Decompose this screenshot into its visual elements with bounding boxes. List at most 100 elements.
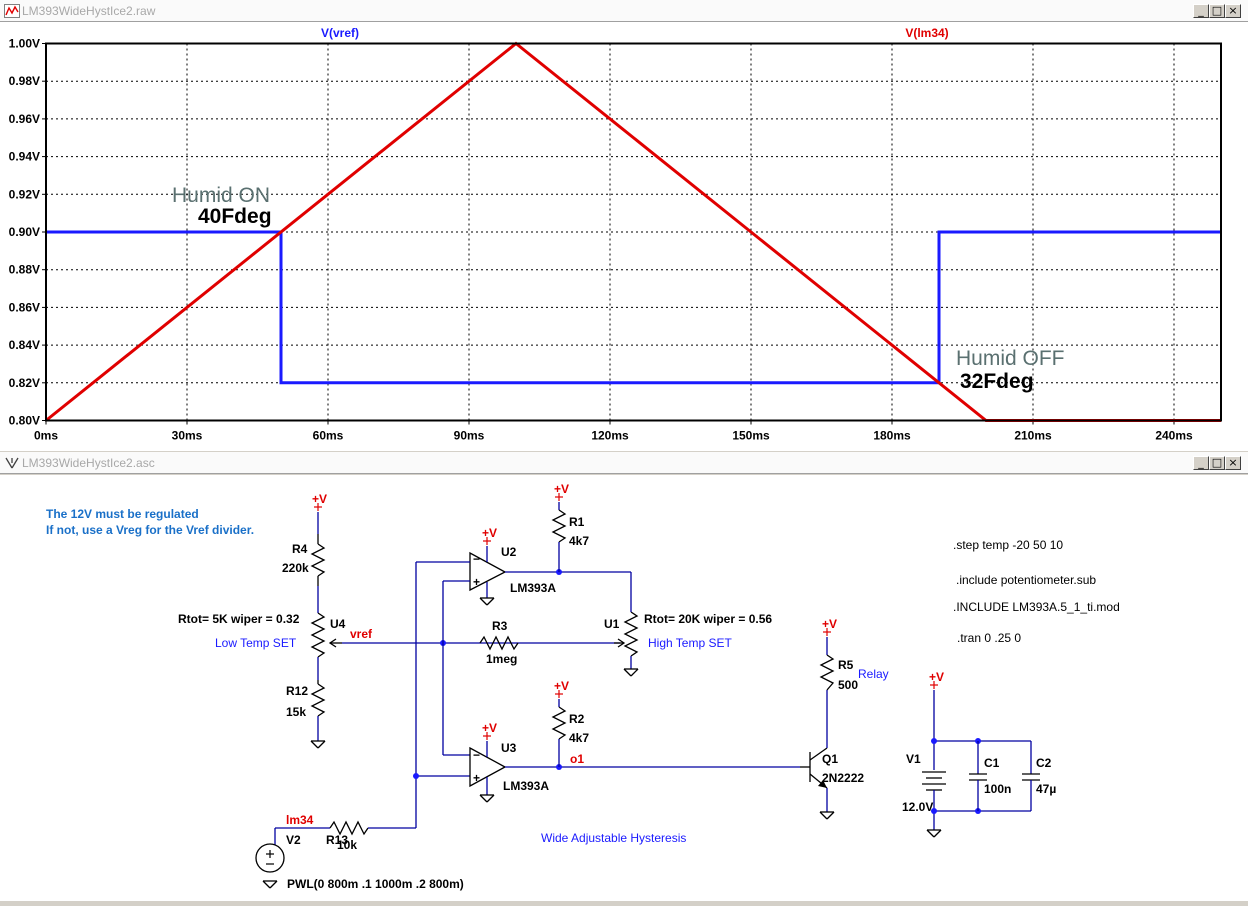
comparator-u3[interactable]: − + xyxy=(469,746,507,788)
c2-value: 47µ xyxy=(1036,782,1056,796)
u1-param: Rtot= 20K wiper = 0.56 xyxy=(644,612,772,626)
resistor-r4[interactable] xyxy=(310,534,326,586)
c1-value: 100n xyxy=(984,782,1011,796)
q1-part: 2N2222 xyxy=(822,771,864,785)
y-tick-label: 0.92V xyxy=(9,187,40,201)
schematic-icon xyxy=(5,457,19,469)
plot-maximize-button[interactable]: □ xyxy=(1209,4,1225,18)
ground-v2 xyxy=(262,880,278,889)
plot-window-titlebar[interactable]: LM393WideHystIce2.raw _ □ × xyxy=(0,0,1248,22)
u1-role: High Temp SET xyxy=(648,636,732,650)
battery-v1[interactable] xyxy=(922,771,946,791)
v1-value: 12.0V xyxy=(902,800,933,814)
voltage-source-v2[interactable] xyxy=(255,843,285,873)
r12-name: R12 xyxy=(286,684,308,698)
x-tick-label: 240ms xyxy=(1155,429,1193,443)
r5-name: R5 xyxy=(838,658,854,672)
r3-name: R3 xyxy=(492,619,508,633)
net-label-o1[interactable]: o1 xyxy=(570,752,584,766)
series-line-vref[interactable] xyxy=(46,230,1221,385)
trace-label-vref[interactable]: V(vref) xyxy=(321,26,359,40)
net-label-vref[interactable]: vref xyxy=(350,627,373,641)
r13-name: R13 xyxy=(326,833,348,847)
r3-value: 1meg xyxy=(486,652,517,666)
schematic-window-titlebar[interactable]: LM393WideHystIce2.asc _ □ × xyxy=(0,452,1248,474)
trace-label-lm34[interactable]: V(lm34) xyxy=(905,26,948,40)
ground-r12 xyxy=(310,740,326,749)
ground-v1 xyxy=(926,829,942,838)
r1-value: 4k7 xyxy=(569,534,589,548)
resistor-r2[interactable] xyxy=(551,706,567,740)
net-label-lm34[interactable]: lm34 xyxy=(286,813,314,827)
plot-close-button[interactable]: × xyxy=(1225,4,1241,18)
ground-u2 xyxy=(479,597,495,606)
y-tick-label: 0.98V xyxy=(9,74,40,88)
note-vreg[interactable]: If not, use a Vreg for the Vref divider. xyxy=(46,523,254,537)
u2-part: LM393A xyxy=(510,581,556,595)
x-tick-label: 210ms xyxy=(1014,429,1052,443)
y-tick-label: 0.96V xyxy=(9,112,40,126)
capacitor-c2[interactable] xyxy=(1022,773,1040,781)
y-tick-label: 0.86V xyxy=(9,300,40,314)
waveform-chart[interactable]: 0.80V0.82V0.84V0.86V0.88V0.90V0.92V0.94V… xyxy=(0,22,1248,451)
schematic-close-button[interactable]: × xyxy=(1225,456,1241,470)
x-tick-label: 60ms xyxy=(313,429,344,443)
supply-u3: +V xyxy=(482,721,497,735)
r1-name: R1 xyxy=(569,515,585,529)
note-regulated[interactable]: The 12V must be regulated xyxy=(46,507,199,521)
u3-name: U3 xyxy=(501,741,517,755)
v1-name: V1 xyxy=(906,752,921,766)
resistor-r3[interactable] xyxy=(479,635,519,651)
r5-value: 500 xyxy=(838,678,858,692)
c2-name: C2 xyxy=(1036,756,1052,770)
schematic-caption[interactable]: Wide Adjustable Hysteresis xyxy=(541,831,686,845)
resistor-r5[interactable] xyxy=(819,654,835,691)
y-tick-label: 1.00V xyxy=(9,37,40,51)
plot-window: LM393WideHystIce2.raw _ □ × 0.80V 0.82V 0.… xyxy=(0,0,1248,451)
c1-name: C1 xyxy=(984,756,1000,770)
plot-minimize-button[interactable]: _ xyxy=(1193,4,1209,18)
x-tick-label: 180ms xyxy=(873,429,911,443)
potentiometer-u1[interactable] xyxy=(614,611,639,657)
potentiometer-u4[interactable] xyxy=(310,612,342,658)
x-tick-label: 90ms xyxy=(454,429,485,443)
r5-role: Relay xyxy=(858,667,889,681)
directive-tran[interactable]: .tran 0 .25 0 xyxy=(957,631,1021,645)
y-tick-label: 0.88V xyxy=(9,263,40,277)
schematic-maximize-button[interactable]: □ xyxy=(1209,456,1225,470)
y-tick-label: 0.82V xyxy=(9,376,40,390)
supply-u2: +V xyxy=(482,526,497,540)
directive-include-pot[interactable]: .include potentiometer.sub xyxy=(956,573,1096,587)
supply-flag-r4[interactable]: +V xyxy=(312,492,327,512)
schematic-canvas[interactable]: The 12V must be regulated If not, use a … xyxy=(0,475,1248,901)
annotation-humid-on-value: 40Fdeg xyxy=(198,205,272,228)
svg-text:−: − xyxy=(473,748,480,762)
u1-name: U1 xyxy=(604,617,620,631)
u4-name: U4 xyxy=(330,617,346,631)
svg-text:+V: +V xyxy=(312,492,327,506)
plot-frame xyxy=(45,42,1222,422)
y-tick-label: 0.84V xyxy=(9,338,40,352)
supply-r1: +V xyxy=(554,482,569,496)
r13-value: 10k xyxy=(337,838,357,852)
supply-r2: +V xyxy=(554,679,569,693)
schematic-window: LM393WideHystIce2.asc _ □ × The 12V must… xyxy=(0,452,1248,901)
schematic-minimize-button[interactable]: _ xyxy=(1193,456,1209,470)
svg-text:+: + xyxy=(473,575,480,589)
directive-step[interactable]: .step temp -20 50 10 xyxy=(953,538,1063,552)
ground-u1 xyxy=(623,668,639,677)
resistor-r13[interactable] xyxy=(329,820,369,836)
x-tick-label: 150ms xyxy=(732,429,770,443)
y-tick-label: 0.94V xyxy=(9,150,40,164)
v2-name: V2 xyxy=(286,833,301,847)
capacitor-c1[interactable] xyxy=(969,773,987,781)
resistor-r1[interactable] xyxy=(551,509,567,543)
comparator-u2[interactable]: − + xyxy=(469,551,507,592)
resistor-r12[interactable] xyxy=(310,680,326,717)
directive-include-lm393[interactable]: .INCLUDE LM393A.5_1_ti.mod xyxy=(953,600,1120,614)
y-tick-label: 0.80V xyxy=(9,414,40,428)
ground-u3 xyxy=(479,794,495,803)
schematic-panel[interactable]: The 12V must be regulated If not, use a … xyxy=(0,475,1248,901)
transistor-q1[interactable] xyxy=(800,747,828,789)
